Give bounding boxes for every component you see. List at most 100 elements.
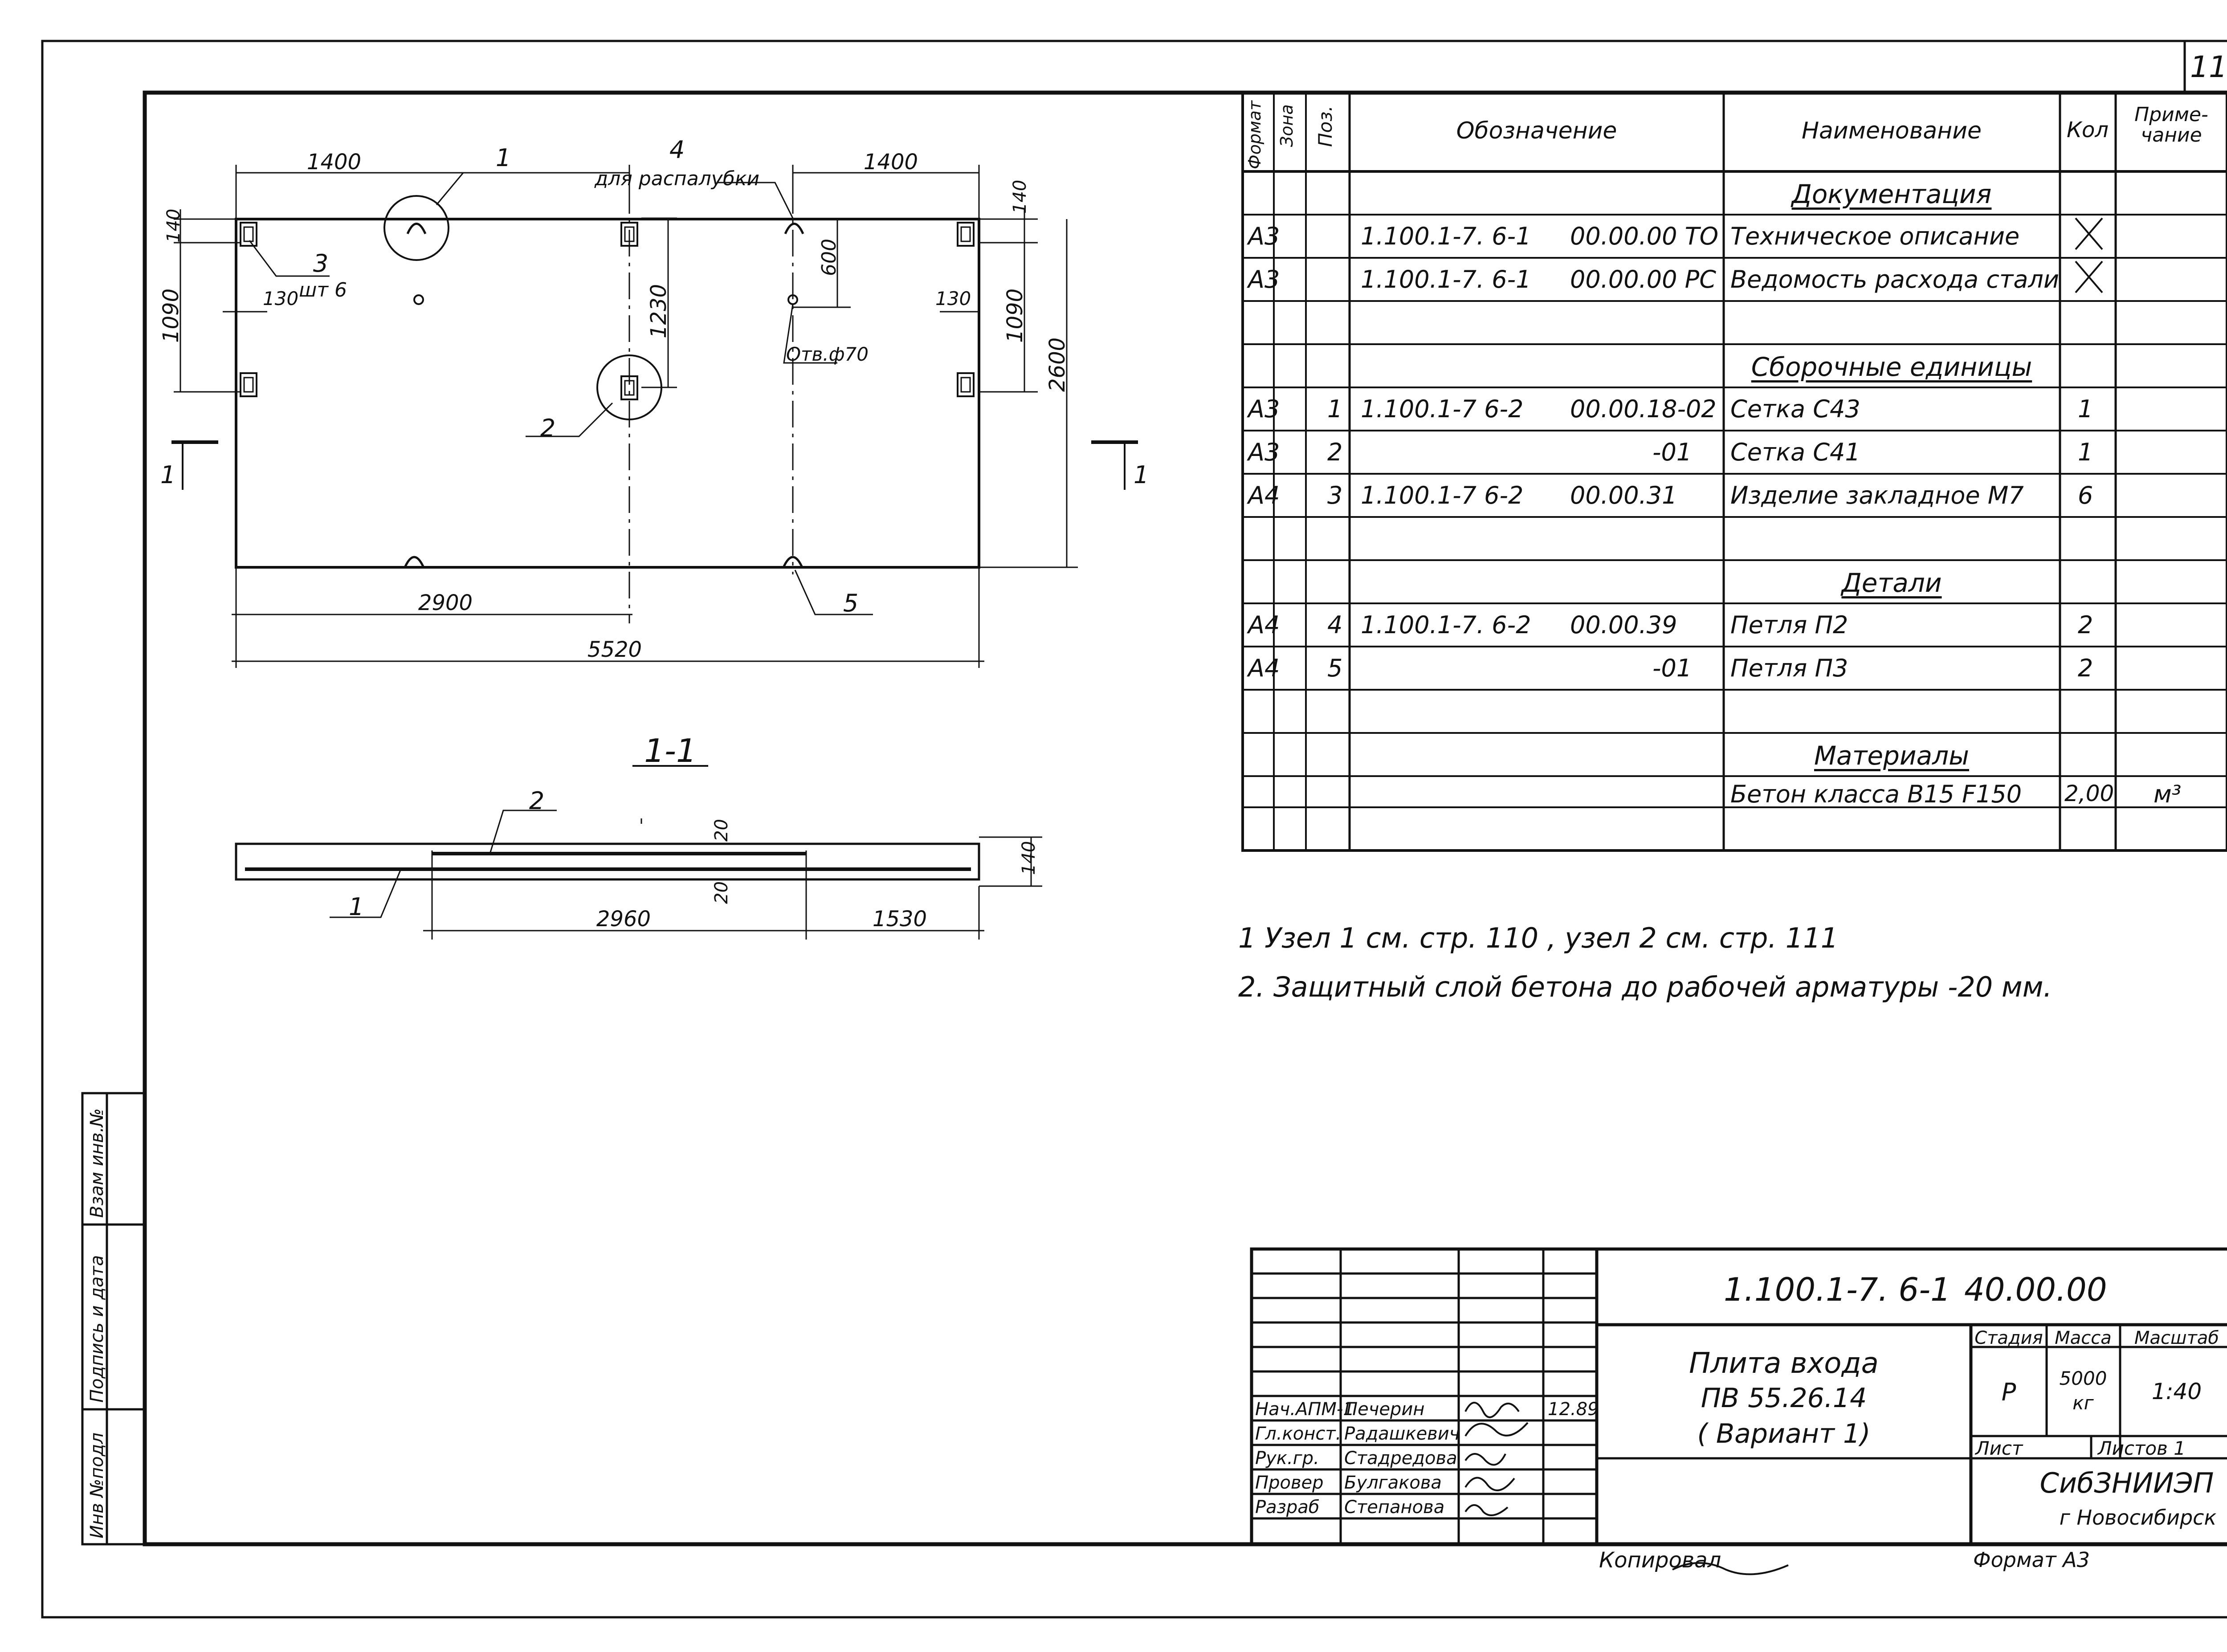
section-callout-2: 2 [529,787,545,815]
signature-mark [1464,1402,1520,1418]
sig-role: Провер [1255,1473,1324,1493]
row-qty: 6 [2078,481,2093,509]
sig-name: Радашкевич [1344,1424,1460,1444]
outer-border [41,40,2227,1619]
dim-bottom-2900: 2900 [418,590,473,615]
section-mark-left: 1 [160,461,176,489]
spec-row: Детали [1243,560,2227,603]
section-dim-20-bottom: 20 [711,881,732,904]
embed-part [620,375,638,400]
header-designation: Обозначение [1456,118,1617,144]
sheet-label: Лист [1975,1437,2023,1459]
title-line-1: Плита входа [1689,1347,1879,1380]
dim-top-left: 1400 [306,150,362,175]
callout-5: 5 [843,589,859,617]
row-format: А3 [1248,438,1280,466]
hole-label: Отв.ф70 [786,343,869,365]
row-format: А4 [1248,611,1280,639]
spec-row: А3 2 -01 Сетка С41 1 [1243,431,2227,474]
callout-3-qty: шт 6 [299,279,347,301]
row-code2: 00.00.00 РС [1570,265,1716,293]
dim-mid-600: 600 [818,239,840,276]
dim-top-right: 1400 [863,150,918,175]
dim-right-2600: 2600 [1045,337,1070,392]
row-pos: 3 [1327,481,1343,509]
embed-part [240,372,257,397]
row-code2: 00.00.00 ТО [1570,222,1719,250]
dim-left-130: 130 [263,288,299,309]
row-format: А4 [1248,654,1280,682]
side-inv-podl: Инв №подл [87,1432,107,1538]
stage-label: Стадия [1974,1328,2043,1348]
title-line-3: ( Вариант 1) [1697,1418,1871,1449]
side-vzam-inv: Взам инв.№ [87,1108,107,1218]
dim-right-1090: 1090 [1003,288,1028,343]
sig-role: Разраб [1255,1497,1320,1518]
section-dim-1530: 1530 [872,907,927,932]
hole [413,294,424,305]
sig-role: Рук.гр. [1255,1448,1319,1469]
page-number: 112 [2190,50,2227,84]
title-block-lines [1250,1247,2227,1575]
row-pos: 5 [1327,654,1343,682]
row-code2: 00.00.18-02 [1570,395,1717,423]
row-code2: 00.00.39 [1570,611,1677,639]
row-format: А3 [1248,395,1280,423]
note-2: 2. Защитный слой бетона до рабочей армат… [1238,971,2052,1003]
sheets-label: Листов 1 [2098,1437,2186,1459]
row-format: А3 [1248,222,1280,250]
row-format: А4 [1248,481,1280,509]
plan-view [171,165,1138,668]
sig-name: Булгакова [1344,1473,1442,1493]
row-format: А3 [1248,265,1280,293]
note-1: 1 Узел 1 см. стр. 110 , узел 2 см. стр. … [1238,922,1839,954]
row-name: Сетка С43 [1730,395,1860,423]
row-code2: 00.00.31 [1570,481,1677,509]
lifting-loop [404,556,424,567]
format-label: Формат А3 [1973,1548,2090,1572]
row-qty: 1 [2078,438,2093,466]
row-qty: 2 [2078,654,2093,682]
slab-outline [235,218,980,569]
title-line-2: ПВ 55.26.14 [1701,1383,1867,1414]
callout-2: 2 [540,414,556,442]
row-code: 1.100.1-7 6-2 [1361,481,1524,509]
row-qty: 1 [2078,395,2093,423]
section-title: 1-1 [644,732,697,769]
row-code: 1.100.1-7. 6-1 [1361,222,1531,250]
row-name: Бетон класса В15 F150 [1730,780,2022,808]
row-code: 1.100.1-7. 6-2 [1361,611,1531,639]
section-callout-1: 1 [348,893,364,921]
side-stamp-lines [81,1092,146,1546]
row-name: Петля П2 [1730,611,1848,639]
mass-label: Масса [2055,1328,2112,1348]
callout-4: 4 [669,136,685,164]
header-format: Формат [1245,100,1264,169]
spec-row: Документация [1243,171,2227,215]
inner-frame [143,90,2227,1546]
row-name: Материалы [1814,741,1969,771]
signature-mark [1464,1422,1529,1437]
sig-role: Гл.конст. [1255,1424,1342,1444]
row-code: 1.100.1-7. 6-1 [1361,265,1531,293]
embed-part [957,372,975,397]
row-name: Изделие закладное М7 [1730,481,2024,509]
spec-row: А4 4 1.100.1-7. 6-2 00.00.39 Петля П2 2 [1243,603,2227,647]
side-sign-date: Подпись и дата [87,1255,107,1403]
signature-mark [1464,1453,1506,1466]
node-circle-1 [383,195,449,261]
doc-code-2: 40.00.00 [1964,1271,2107,1308]
row-name: Техническое описание [1730,222,2020,250]
sig-date: 12.89 [1548,1399,1599,1420]
dim-right-140: 140 [1010,179,1030,214]
embed-part [957,222,975,247]
mass-value: 5000 [2059,1367,2107,1389]
spec-row: А4 5 -01 Петля П3 2 [1243,647,2227,690]
spec-row: А3 1.100.1-7. 6-1 00.00.00 РС Ведомость … [1243,258,2227,301]
spec-row: Бетон класса В15 F150 2,00 м³ [1243,773,2227,816]
row-qty: 2,00 [2064,781,2114,806]
spec-row: А4 3 1.100.1-7 6-2 00.00.31 Изделие закл… [1243,474,2227,517]
org-line-2: г Новосибирск [2059,1506,2217,1530]
